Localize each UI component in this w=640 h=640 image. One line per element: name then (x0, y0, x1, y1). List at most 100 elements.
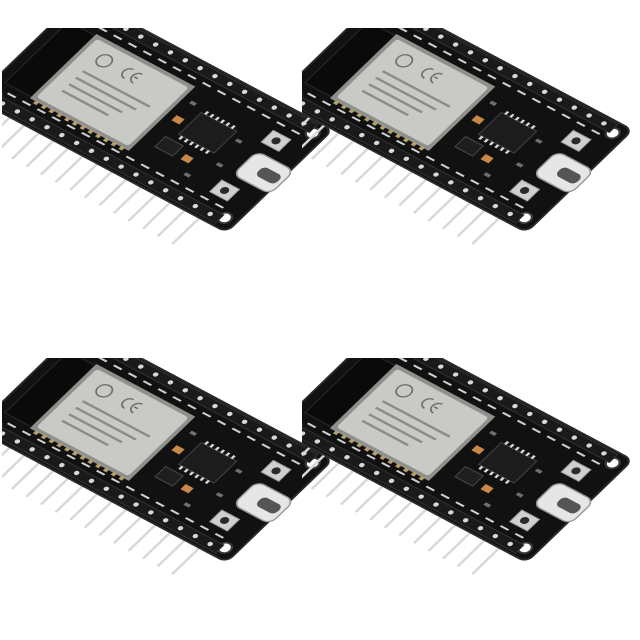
header-pin-bottom (314, 109, 321, 114)
chip-leg (530, 455, 536, 460)
usb-c-opening (556, 497, 581, 514)
chip-leg (488, 141, 495, 146)
wroom-module-shield (37, 369, 188, 476)
silkscreen-mark (214, 532, 225, 539)
header-pin-bottom (373, 140, 380, 146)
header-pin-bottom (162, 518, 169, 523)
chip-leg (178, 135, 184, 140)
header-pin-top (152, 372, 159, 377)
espressif-logo-icon (395, 384, 414, 398)
silkscreen-mark (410, 147, 421, 154)
silkscreen-mark (290, 129, 301, 135)
silkscreen-mark (381, 131, 391, 138)
header-pin-bottom (329, 447, 335, 452)
header-pin-top (152, 42, 159, 47)
silkscreen-mark (412, 364, 423, 371)
header-pin-top (286, 113, 292, 118)
header-pin-top (497, 396, 503, 401)
header-pin-top (452, 372, 459, 377)
silkscreen-mark (157, 388, 167, 394)
header-pin-top (497, 66, 503, 71)
silkscreen-mark (81, 131, 91, 138)
header-pin-top (437, 364, 444, 369)
silkscreen-mark (125, 485, 136, 492)
module-pad (379, 455, 387, 460)
module-pad (118, 475, 125, 481)
chip-leg (188, 471, 195, 476)
silkscreen-mark (6, 422, 17, 429)
module-marking-line (368, 83, 423, 114)
header-pin-top (601, 121, 607, 126)
silkscreen-mark (440, 163, 450, 170)
chip-leg (178, 465, 184, 470)
silkscreen-mark (231, 97, 242, 104)
module-marking-line (61, 89, 110, 117)
header-pin-top (423, 358, 429, 361)
header-pin-top (226, 81, 233, 87)
silkscreen-mark (531, 427, 542, 434)
chip-leg (478, 465, 484, 470)
smd-resistor (534, 468, 543, 474)
header-pin-bottom (29, 117, 35, 122)
module-marking-line (74, 76, 137, 111)
silkscreen-mark (306, 92, 317, 99)
esp32-board-top-right (302, 28, 632, 288)
button-cap (271, 137, 281, 145)
silkscreen-mark (561, 113, 571, 120)
smd-capacitor (471, 115, 485, 125)
header-pin-bottom (314, 439, 321, 444)
silkscreen-mark (306, 422, 317, 429)
wroom-module-shield (337, 369, 488, 476)
header-pin-top (123, 358, 129, 361)
module-pad (40, 434, 48, 440)
module-marking-line (368, 413, 423, 444)
silkscreen-mark (98, 358, 108, 363)
silkscreen-mark (398, 28, 408, 33)
header-pin-top (571, 435, 578, 440)
chip-leg (478, 135, 484, 140)
usb-c-opening (556, 167, 581, 184)
header-pin-bottom (44, 125, 50, 130)
smd-resistor (515, 162, 524, 168)
silkscreen-mark (231, 427, 242, 434)
silkscreen-mark (531, 97, 542, 104)
header-pin-bottom (373, 470, 380, 476)
module-pad (348, 438, 355, 444)
module-pad (87, 459, 94, 465)
silkscreen-mark (366, 454, 376, 460)
smd-resistor (183, 502, 192, 508)
module-pad (95, 463, 102, 469)
module-pad (118, 145, 125, 151)
silkscreen-mark (216, 89, 227, 96)
silkscreen-mark (95, 139, 106, 146)
silkscreen-mark (110, 147, 121, 154)
header-pin-bottom (29, 447, 35, 452)
silkscreen-mark (499, 195, 510, 201)
silkscreen-mark (381, 461, 391, 468)
chip-leg (204, 479, 211, 484)
silkscreen-mark (514, 532, 525, 539)
module-pad (379, 125, 387, 130)
silkscreen-mark (457, 388, 467, 394)
silkscreen-mark (261, 113, 271, 120)
chip-leg (488, 471, 495, 476)
silkscreen-mark (425, 155, 436, 162)
module-pad (95, 133, 102, 139)
silkscreen-mark (487, 73, 497, 80)
button-cap (571, 137, 581, 145)
silkscreen-mark (487, 403, 497, 410)
header-pin-top (571, 105, 578, 110)
module-pad (63, 446, 71, 452)
header-pin-bottom (403, 486, 410, 491)
header-pin-bottom (507, 541, 513, 547)
module-marking-line (81, 70, 151, 108)
silkscreen-mark (201, 81, 212, 88)
header-pin-bottom (59, 133, 65, 138)
smd-capacitor (480, 153, 494, 164)
usb-c-opening (256, 167, 281, 184)
module-pad (387, 459, 394, 465)
usb-uart-chip (477, 111, 538, 154)
ce-mark-icon (421, 398, 443, 414)
header-pin-bottom (359, 463, 365, 468)
